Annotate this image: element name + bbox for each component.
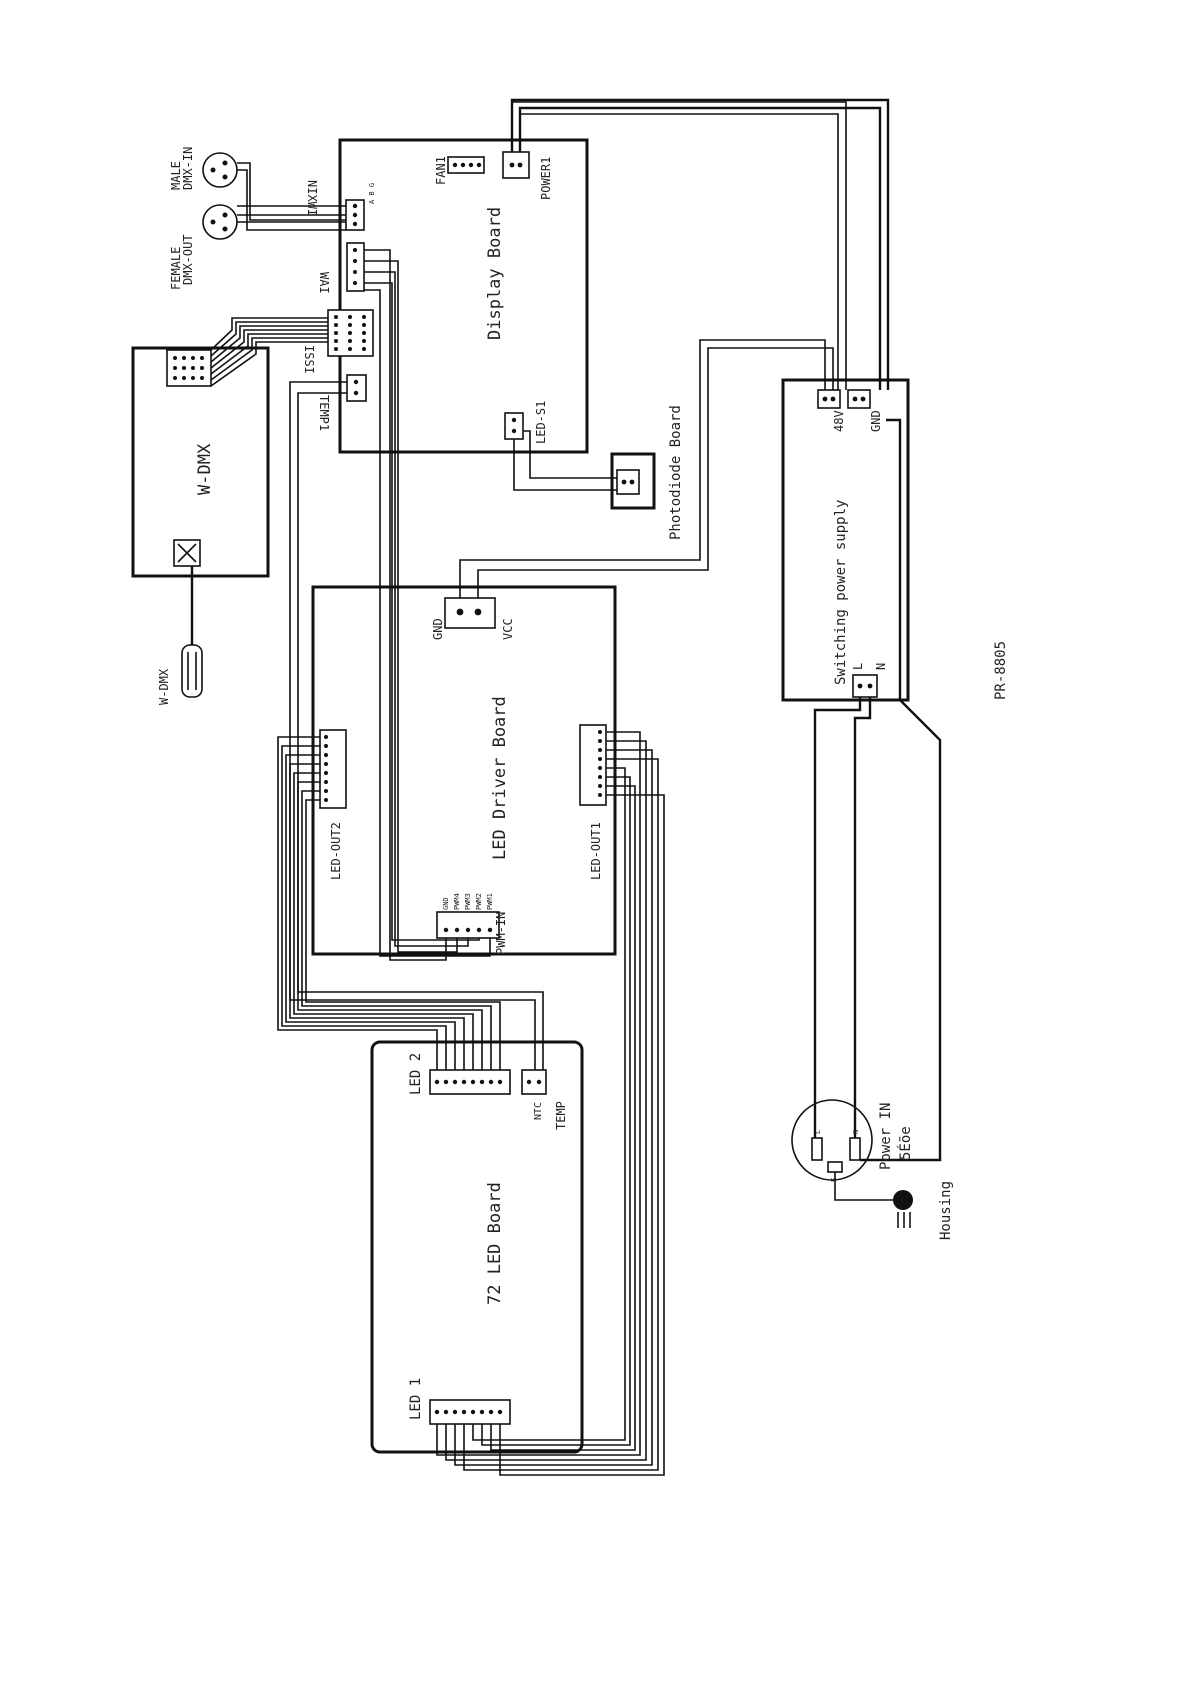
power1-connector [503,152,529,178]
led-board [372,1042,582,1452]
ntc-label: NTC [533,1102,544,1120]
photodiode-board-label: Photodiode Board [668,405,684,540]
led-s1-connector [505,413,523,439]
pwm-pin-4: PWM4 [453,893,461,910]
issi-label: ISSI [302,345,316,374]
power1-label: POWER1 [539,157,553,200]
psu-l-label: L [851,663,865,670]
power-inlet [792,1100,872,1180]
wires [192,100,940,1475]
wdmx-antenna-socket [174,540,200,566]
wdmx-header-connector [167,350,211,386]
pwm-pin-1: PWM1 [486,893,494,910]
led1-connector [430,1400,510,1424]
driver-vcc-label: VCC [501,618,515,640]
issi-connector [328,310,373,356]
fan1-connector [448,157,484,173]
led-board-label: 72 LED Board [485,1182,505,1305]
nixwi-connector [346,200,364,230]
led-out1-connector [580,725,606,805]
pwm-pin-3: PWM3 [464,893,472,910]
psu-48v-connector [818,390,840,408]
driver-gnd-vcc-connector [445,598,495,628]
fan1-label: FAN1 [434,156,448,185]
dmx-out-label: DMX-OUT [181,234,195,285]
psu-48v-label: 48V [832,410,846,432]
psu-n-label: N [874,663,888,670]
power-in-sub-label: 5Éõe [897,1126,914,1160]
led-s1-label: LED-S1 [534,401,548,444]
wdmx-antenna [182,645,202,697]
psu-gnd-label: GND [869,410,883,432]
driver-gnd-label: GND [431,618,445,640]
psu-ln-connector [853,675,877,697]
led2-label: LED 2 [408,1053,424,1095]
dmx-in-label: DMX-IN [181,147,195,190]
nixwi-label: NIXWI [305,180,319,216]
housing-ground [893,1190,913,1228]
wdmx-antenna-label: W-DMX [157,668,171,705]
display-board-label: Display Board [485,207,505,340]
dmx-in-socket [203,153,237,187]
dmx-out-socket [203,205,237,239]
pwm-in-connector [437,912,499,938]
led-out2-connector [320,730,346,808]
inlet-pin-e: E [830,1178,838,1182]
led-out1-label: LED-OUT1 [589,822,603,880]
led-out2-label: LED-OUT2 [329,822,343,880]
pwm-pin-2: PWM2 [475,893,483,910]
photodiode-connector [617,470,639,494]
pwm-in-label: PWM-IN [494,912,508,955]
led2-connector [430,1070,510,1094]
title-code: PR-8805 [993,641,1009,700]
temp1-label: TEMP1 [317,395,331,431]
housing-label: Housing [938,1181,954,1240]
power-supply-label: Switching power supply [833,500,849,685]
wdmx-board-label: W-DMX [195,443,215,495]
temp-connector [522,1070,546,1094]
power-in-label: Power IN [878,1103,894,1170]
led1-label: LED 1 [408,1378,424,1420]
temp-label: TEMP [554,1101,568,1130]
wai-label: WAI [317,272,331,294]
wai-connector [347,243,364,291]
pwm-pin-gnd: GND [442,897,450,910]
psu-gnd-connector [848,390,870,408]
temp1-connector [347,375,366,401]
led-driver-board-label: LED Driver Board [490,696,510,860]
inlet-pin-n: N [852,1130,860,1134]
abg-label: A B G [368,183,376,204]
inlet-pin-l: L [814,1130,822,1134]
